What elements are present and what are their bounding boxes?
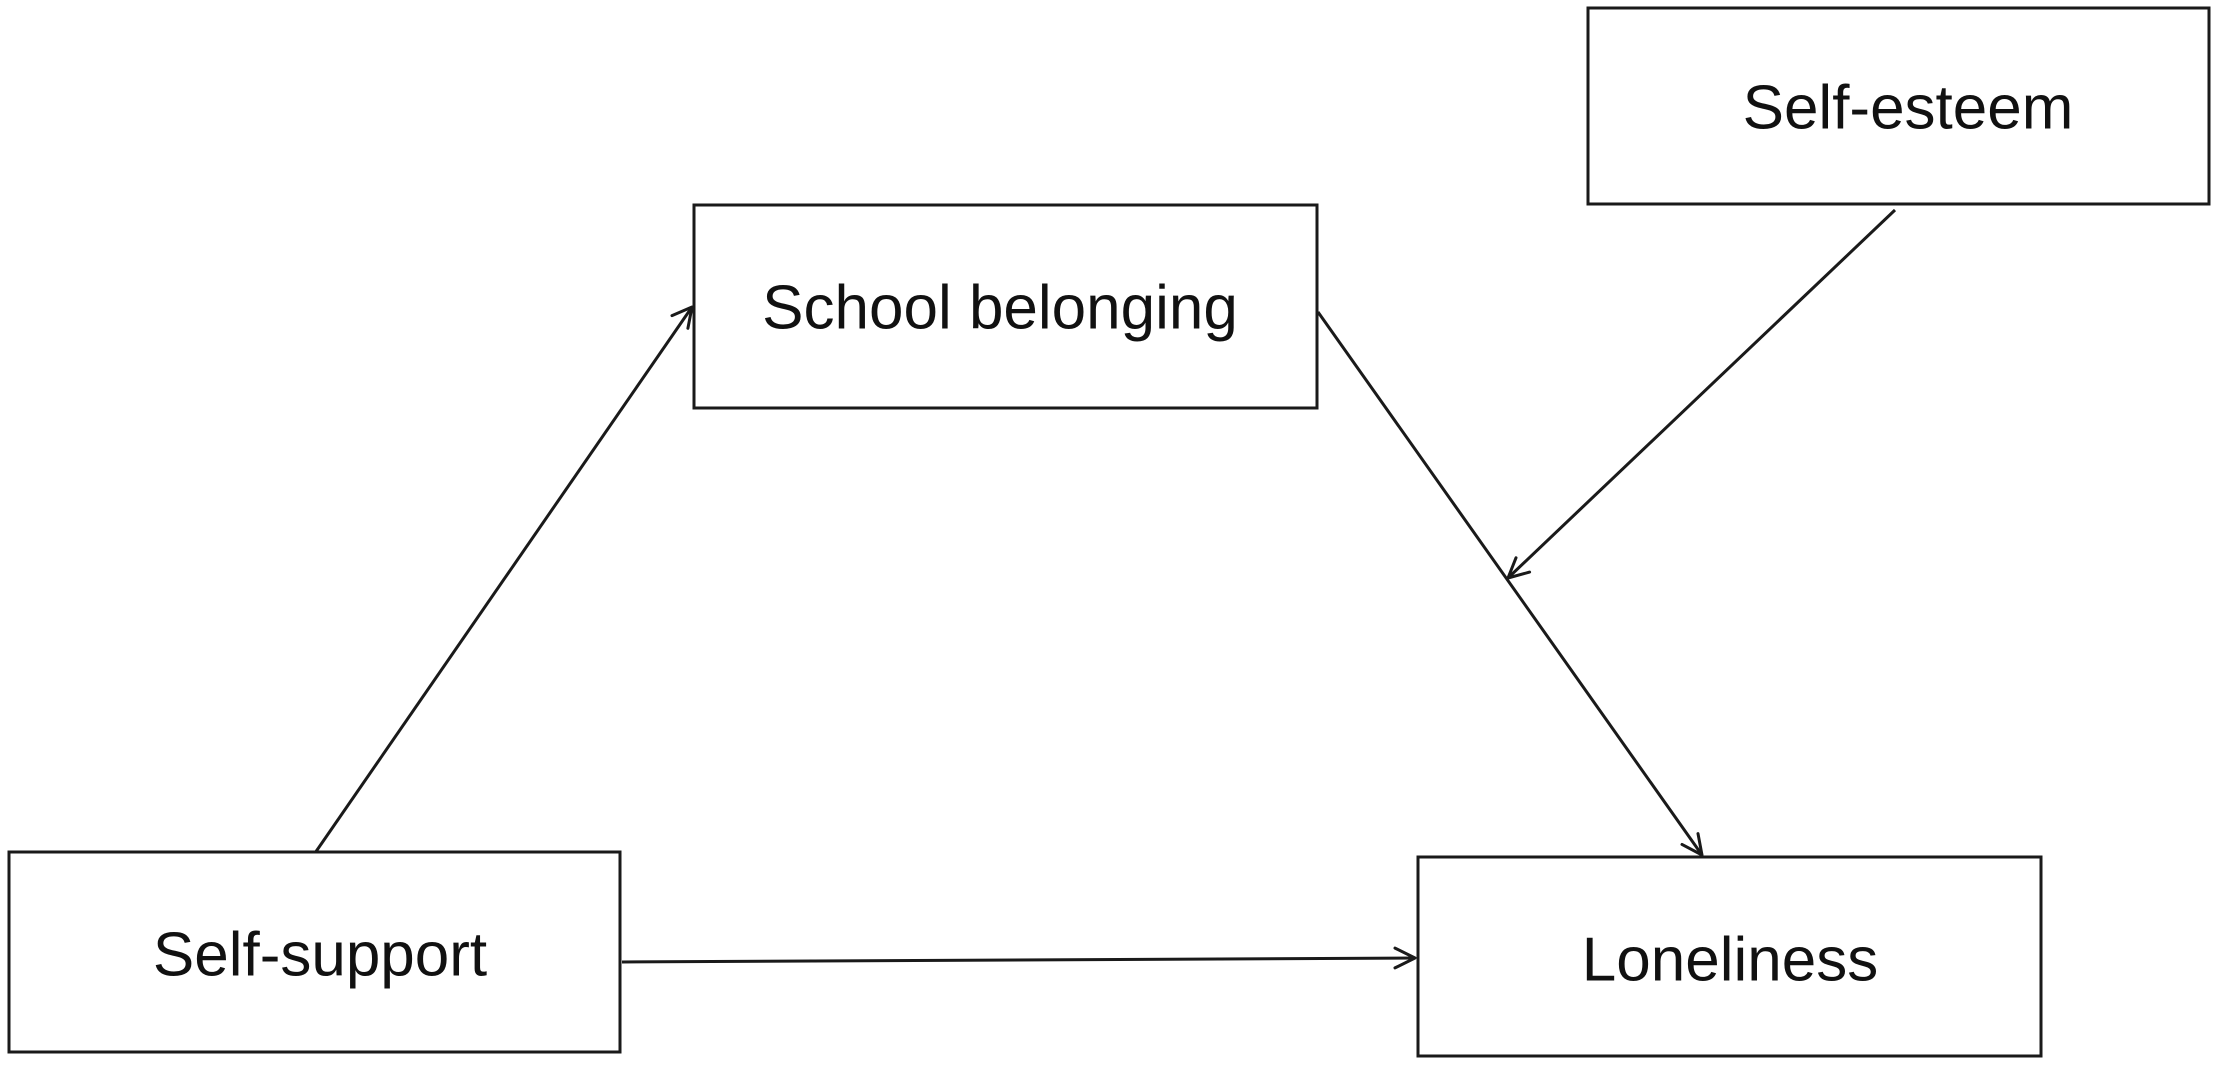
arrowhead-icon bbox=[1506, 556, 1532, 580]
edges bbox=[313, 208, 1897, 970]
edge-self-esteem-moderation bbox=[1506, 208, 1897, 580]
node-box bbox=[7, 850, 622, 1054]
node-box bbox=[1586, 6, 2211, 206]
node-box bbox=[692, 203, 1319, 410]
node-self-esteem: Self-esteem bbox=[1586, 6, 2211, 206]
edge-self-support-to-school-belonging bbox=[313, 305, 694, 854]
edge-line bbox=[313, 306, 694, 854]
edge-line bbox=[621, 956, 1416, 964]
edge-self-support-to-loneliness bbox=[621, 946, 1417, 970]
node-label-self-support: Self-support bbox=[153, 921, 487, 990]
arrowhead-icon bbox=[1680, 832, 1704, 857]
node-self-support: Self-support bbox=[7, 850, 622, 1054]
edge-line bbox=[1506, 208, 1897, 580]
arrowhead-icon bbox=[1393, 946, 1417, 970]
edge-school-belonging-to-loneliness bbox=[1316, 311, 1704, 857]
node-loneliness: Loneliness bbox=[1416, 855, 2043, 1058]
arrowhead-icon bbox=[670, 305, 694, 330]
node-label-school-belonging: School belonging bbox=[762, 274, 1238, 343]
edge-line bbox=[1316, 311, 1704, 856]
node-label-loneliness: Loneliness bbox=[1582, 926, 1878, 995]
node-school-belonging: School belonging bbox=[692, 203, 1319, 410]
nodes: Self-esteem School belonging Self-suppor… bbox=[7, 6, 2211, 1058]
node-box bbox=[1416, 855, 2043, 1058]
node-label-self-esteem: Self-esteem bbox=[1743, 74, 2074, 143]
